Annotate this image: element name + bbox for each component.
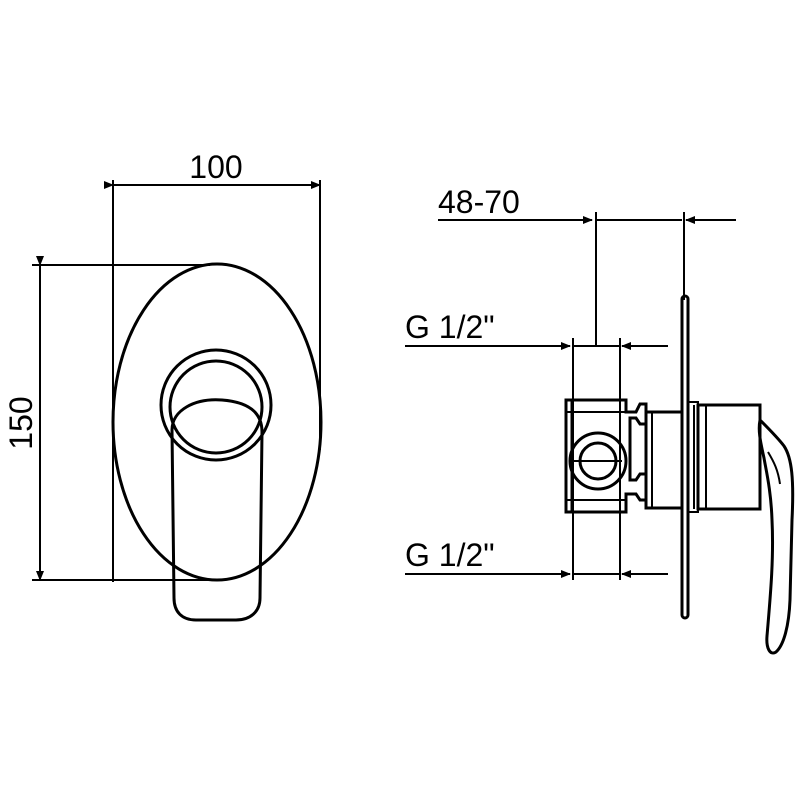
hub-body (696, 403, 762, 511)
side-view: 48-70 G 1/2" G 1/2" (405, 184, 795, 655)
lever-handle (170, 398, 264, 622)
width-dimension-label: 100 (189, 149, 242, 185)
height-dimension-label: 150 (3, 396, 39, 449)
depth-dimension-label: 48-70 (438, 184, 520, 220)
valve-body (564, 398, 648, 514)
escutcheon-plate (111, 262, 323, 582)
thread-bottom-label: G 1/2" (405, 537, 495, 573)
lever-blade-side (757, 416, 795, 655)
width-dimension: 100 (104, 149, 321, 582)
front-view: 100 150 (3, 149, 323, 622)
handle-hub-outer (159, 348, 273, 462)
height-dimension: 150 (3, 256, 218, 581)
thread-bottom-dimension: G 1/2" (405, 537, 668, 578)
outlet-port-outer (568, 431, 628, 491)
handle-hub-inner (168, 359, 264, 455)
thread-top-label: G 1/2" (405, 309, 495, 345)
depth-dimension: 48-70 (438, 184, 736, 345)
thread-top-dimension: G 1/2" (405, 309, 668, 580)
